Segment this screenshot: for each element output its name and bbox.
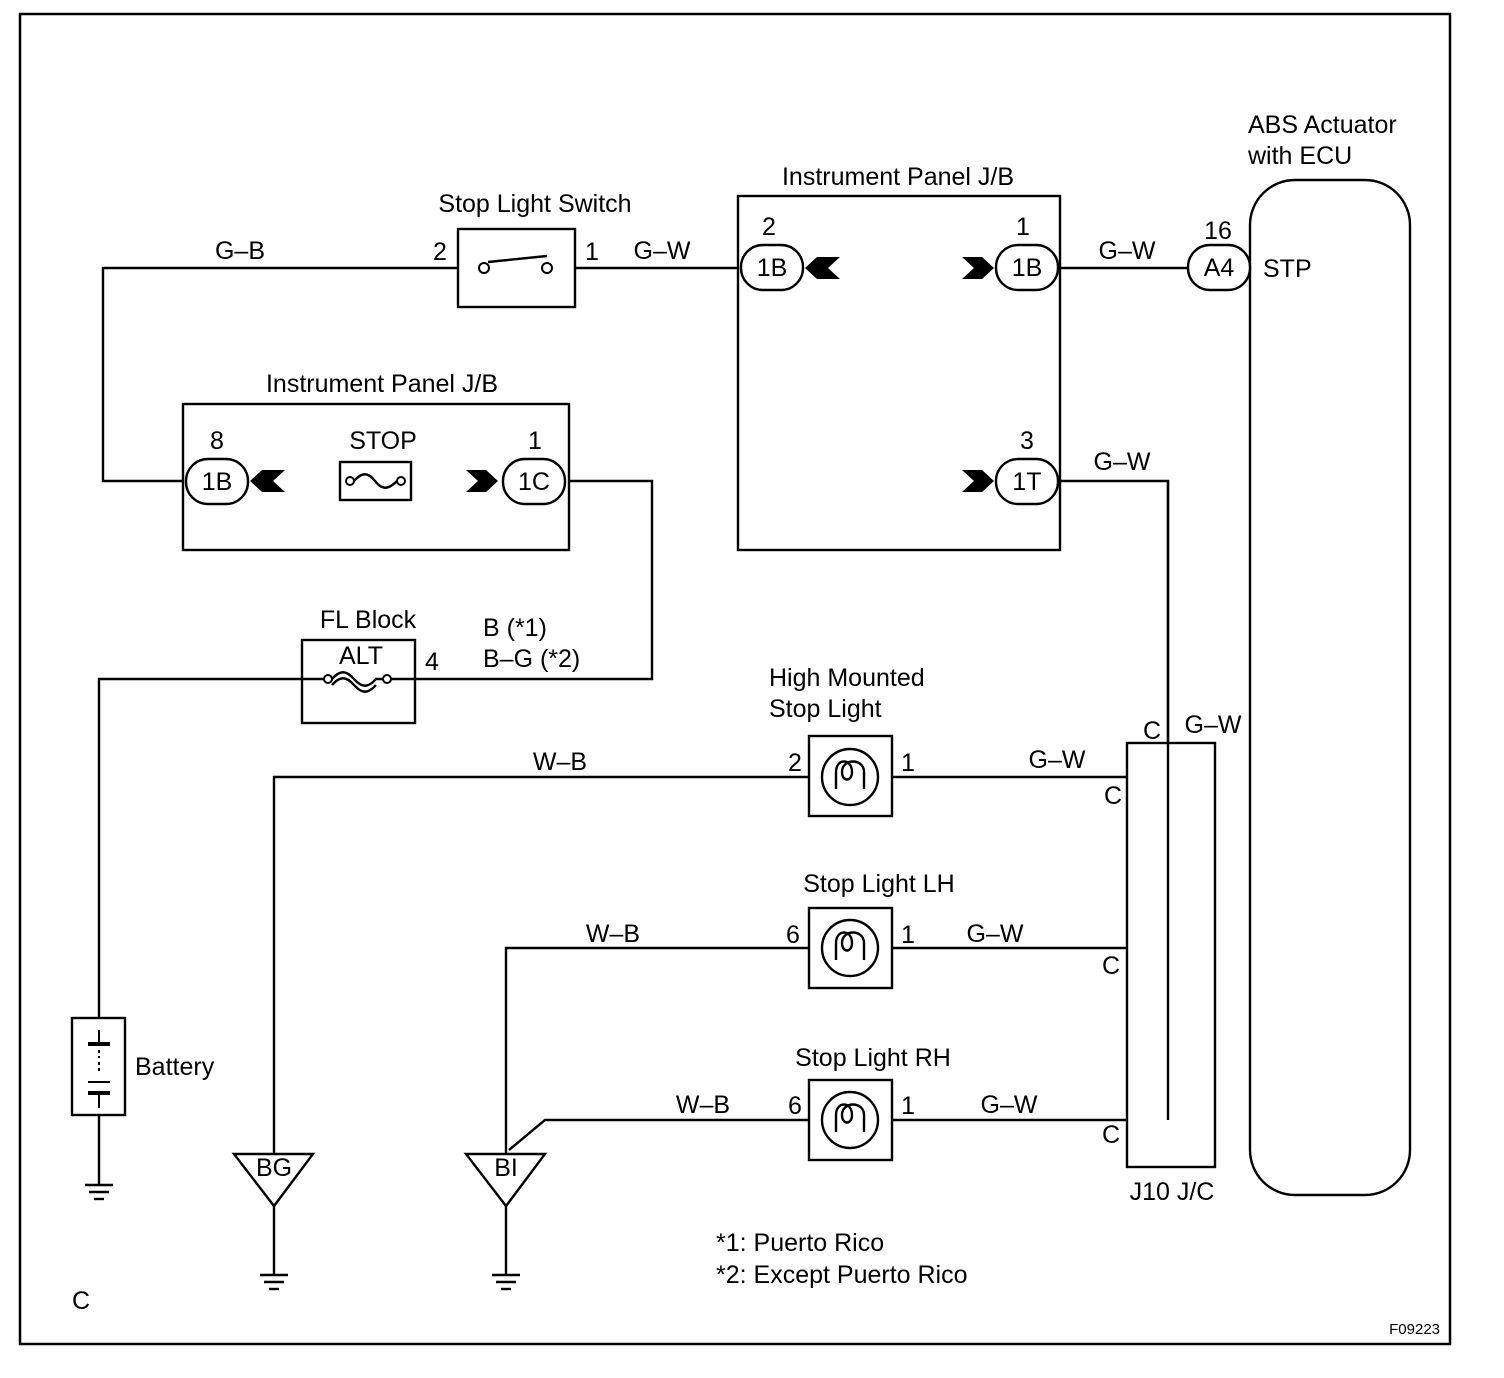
ipjb-top-pin-3: 3 (1020, 427, 1034, 455)
fl-block (300, 638, 417, 725)
figure-code: F09223 (1389, 1321, 1440, 1338)
abs-terminal-stp: STP (1263, 255, 1312, 283)
wire-label-hm-gnd: W–B (533, 748, 587, 776)
high-mounted-label-1: High Mounted (769, 664, 925, 692)
connector-1b-top-in-label: 1B (757, 254, 788, 282)
footnote-1: *1: Puerto Rico (716, 1229, 884, 1257)
ipjb-left-pin-8: 8 (210, 427, 224, 455)
fuse-stop-label: STOP (349, 427, 417, 455)
wire-label-hm-out: G–W (1029, 746, 1086, 774)
wire-label-lh-gnd: W–B (586, 920, 640, 948)
connector-1t (994, 457, 1060, 506)
ground-bi (463, 1152, 548, 1291)
diagram-frame (18, 12, 1452, 1346)
ipjb-top-pin-1: 1 (1016, 213, 1030, 241)
rh-pin-1: 1 (901, 1092, 915, 1120)
j10-label: J10 J/C (1130, 1178, 1215, 1206)
switch-pin-1: 1 (585, 238, 599, 266)
switch-pin-2: 2 (433, 238, 447, 266)
wire-label-g-b: G–B (215, 237, 265, 265)
j10-pin-hm: C (1104, 782, 1122, 810)
connector-1b-top-in (739, 243, 805, 292)
j10-pin-rh: C (1102, 1121, 1120, 1149)
footnote-2: *2: Except Puerto Rico (716, 1261, 968, 1289)
wire-label-sw-out: G–W (634, 237, 691, 265)
lamp-icon (807, 1078, 894, 1162)
stop-light-rh-label: Stop Light RH (795, 1044, 951, 1072)
abs-actuator-label: ABS Actuator (1248, 111, 1397, 139)
connector-1c-left-label: 1C (518, 468, 550, 496)
stop-light-switch-label: Stop Light Switch (438, 190, 631, 218)
lamp-icon (807, 906, 894, 990)
wire-label-to-abs: G–W (1099, 237, 1156, 265)
connector-arrow (250, 470, 285, 492)
wire-label-fl-2: B–G (*2) (483, 645, 580, 673)
hm-pin-2: 2 (788, 749, 802, 777)
ipjb-top-label: Instrument Panel J/B (782, 163, 1014, 191)
ipjb-left-label: Instrument Panel J/B (266, 370, 498, 398)
connector-1b-left-label: 1B (202, 468, 233, 496)
wire-label-rh-gnd: W–B (676, 1091, 730, 1119)
wire-label-j10-abs: G–W (1185, 711, 1242, 739)
stop-light-lh-label: Stop Light LH (803, 870, 955, 898)
connector-arrow (466, 470, 498, 492)
abs-actuator-body (1248, 178, 1412, 1197)
ground-bi-label: BI (494, 1154, 518, 1182)
high-mounted-label-2: Stop Light (769, 695, 882, 723)
wire-label-fl-1: B (*1) (483, 614, 547, 642)
ipjb-left-pin-1: 1 (528, 427, 542, 455)
wire-label-to-j10: G–W (1094, 448, 1151, 476)
ground-bg (231, 1152, 316, 1291)
battery-label: Battery (135, 1053, 215, 1081)
connector-1b-top-out-label: 1B (1012, 254, 1043, 282)
ground-symbol-icon (85, 1183, 113, 1201)
corner-label: C (72, 1287, 90, 1315)
j10-pin-lh: C (1102, 952, 1120, 980)
abs-actuator-label-2: with ECU (1247, 142, 1352, 170)
connector-1t-label: 1T (1012, 468, 1041, 496)
connector-arrow (805, 257, 840, 279)
stop-light-switch (456, 227, 577, 309)
lh-pin-6: 6 (786, 921, 800, 949)
wire-label-rh-out: G–W (981, 1091, 1038, 1119)
connector-a4 (1186, 243, 1252, 292)
lamp-icon (807, 734, 894, 818)
ground-bg-label: BG (256, 1154, 292, 1182)
connector-arrow (962, 470, 994, 492)
connector-a4-label: A4 (1204, 254, 1235, 282)
fl-block-label: FL Block (320, 606, 417, 634)
connector-1b-top-out (994, 243, 1060, 292)
connector-arrow (962, 257, 994, 279)
wire-label-lh-out: G–W (967, 920, 1024, 948)
abs-pin-16: 16 (1204, 217, 1232, 245)
fuse-alt-label: ALT (339, 642, 383, 670)
j10-junction-connector (1125, 741, 1217, 1169)
lh-pin-1: 1 (901, 921, 915, 949)
ipjb-top-pin-2: 2 (762, 213, 776, 241)
rh-pin-6: 6 (788, 1092, 802, 1120)
j10-pin-top: C (1143, 717, 1161, 745)
connector-1b-left (184, 457, 250, 506)
hm-pin-1: 1 (901, 749, 915, 777)
fl-block-pin-4: 4 (425, 648, 439, 676)
connector-1c-left (501, 457, 567, 506)
